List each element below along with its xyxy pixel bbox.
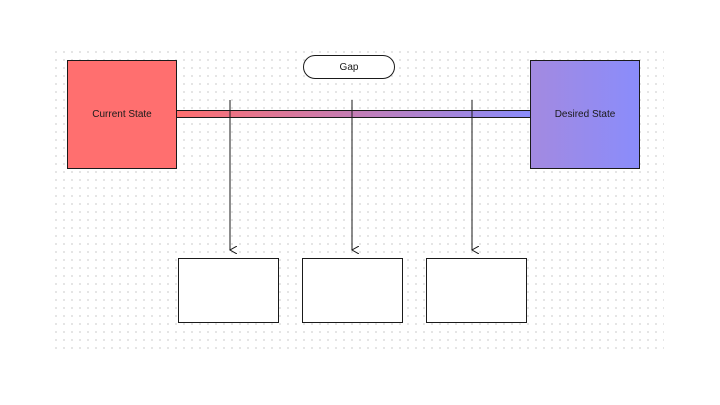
gap-label: Gap: [339, 61, 359, 73]
desired-state-label: Desired State: [554, 109, 616, 120]
gap-connector-bar: [177, 110, 530, 118]
desired-state-box[interactable]: Desired State: [530, 60, 640, 169]
action-box-2[interactable]: [302, 258, 403, 323]
action-box-3[interactable]: [426, 258, 527, 323]
current-state-label: Current State: [92, 109, 152, 120]
gap-pill[interactable]: Gap: [303, 55, 395, 79]
action-box-1[interactable]: [178, 258, 279, 323]
current-state-box[interactable]: Current State: [67, 60, 177, 169]
